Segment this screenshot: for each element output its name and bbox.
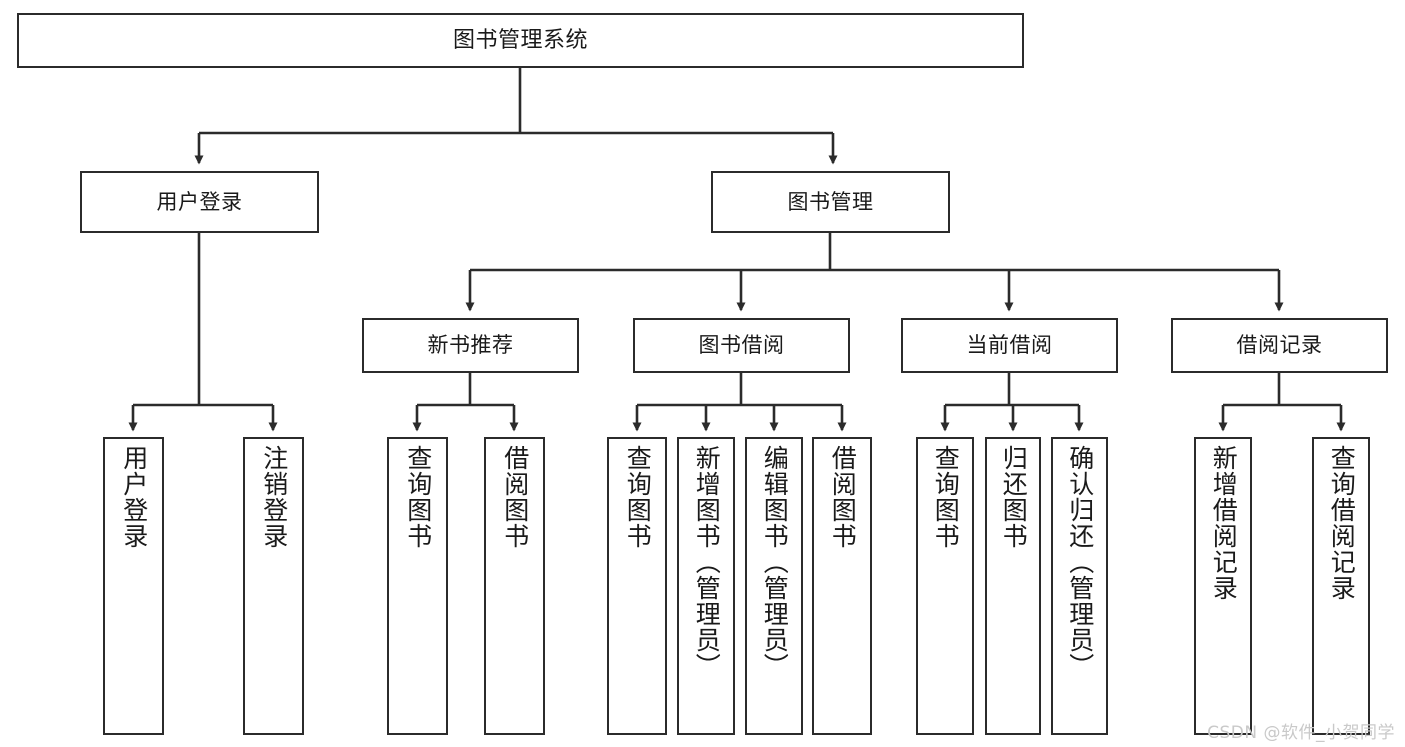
node-leaf-cur-return-label: 归还图书 bbox=[999, 445, 1029, 549]
node-leaf-rec-query[interactable]: 查询图书 bbox=[387, 437, 448, 735]
node-new-book-rec-label: 新书推荐 bbox=[427, 333, 514, 358]
node-leaf-book-add-label: 新增图书（管理员） bbox=[692, 445, 722, 679]
node-leaf-user-login-label: 用户登录 bbox=[119, 445, 149, 549]
node-leaf-book-edit[interactable]: 编辑图书（管理员） bbox=[745, 437, 803, 735]
node-leaf-cur-query[interactable]: 查询图书 bbox=[916, 437, 974, 735]
node-leaf-user-login[interactable]: 用户登录 bbox=[103, 437, 164, 735]
node-book-borrow[interactable]: 图书借阅 bbox=[633, 318, 850, 373]
node-leaf-rec-borrow-label: 借阅图书 bbox=[500, 445, 530, 549]
node-leaf-rec-borrow[interactable]: 借阅图书 bbox=[484, 437, 545, 735]
node-borrow-record-label: 借阅记录 bbox=[1236, 333, 1323, 358]
node-leaf-book-edit-label: 编辑图书（管理员） bbox=[760, 445, 790, 679]
node-leaf-rec-query-label: 查询图书 bbox=[403, 445, 433, 549]
node-user-login[interactable]: 用户登录 bbox=[80, 171, 319, 233]
node-user-login-label: 用户登录 bbox=[156, 189, 243, 214]
node-root-label: 图书管理系统 bbox=[452, 27, 588, 53]
node-leaf-rec-add[interactable]: 新增借阅记录 bbox=[1194, 437, 1252, 735]
node-leaf-rec-add-label: 新增借阅记录 bbox=[1209, 445, 1239, 601]
node-leaf-rec-search-label: 查询借阅记录 bbox=[1327, 445, 1357, 601]
node-leaf-borrow-query-label: 查询图书 bbox=[623, 445, 653, 549]
node-book-borrow-label: 图书借阅 bbox=[698, 333, 785, 358]
node-current-borrow[interactable]: 当前借阅 bbox=[901, 318, 1118, 373]
node-new-book-rec[interactable]: 新书推荐 bbox=[362, 318, 579, 373]
node-current-borrow-label: 当前借阅 bbox=[966, 333, 1053, 358]
watermark-text: CSDN @软件_小贺同学 bbox=[1207, 723, 1395, 743]
node-leaf-user-logout[interactable]: 注销登录 bbox=[243, 437, 304, 735]
node-leaf-borrow-book[interactable]: 借阅图书 bbox=[812, 437, 872, 735]
node-leaf-user-logout-label: 注销登录 bbox=[259, 445, 289, 549]
node-leaf-cur-return[interactable]: 归还图书 bbox=[985, 437, 1041, 735]
node-leaf-cur-confirm[interactable]: 确认归还（管理员） bbox=[1051, 437, 1108, 735]
node-borrow-record[interactable]: 借阅记录 bbox=[1171, 318, 1388, 373]
node-leaf-rec-search[interactable]: 查询借阅记录 bbox=[1312, 437, 1370, 735]
node-root[interactable]: 图书管理系统 bbox=[17, 13, 1024, 68]
node-book-manage[interactable]: 图书管理 bbox=[711, 171, 950, 233]
node-leaf-cur-query-label: 查询图书 bbox=[931, 445, 961, 549]
node-leaf-borrow-book-label: 借阅图书 bbox=[828, 445, 858, 549]
node-book-manage-label: 图书管理 bbox=[787, 189, 874, 214]
node-leaf-borrow-query[interactable]: 查询图书 bbox=[607, 437, 667, 735]
node-leaf-cur-confirm-label: 确认归还（管理员） bbox=[1065, 445, 1095, 679]
node-leaf-book-add[interactable]: 新增图书（管理员） bbox=[677, 437, 735, 735]
